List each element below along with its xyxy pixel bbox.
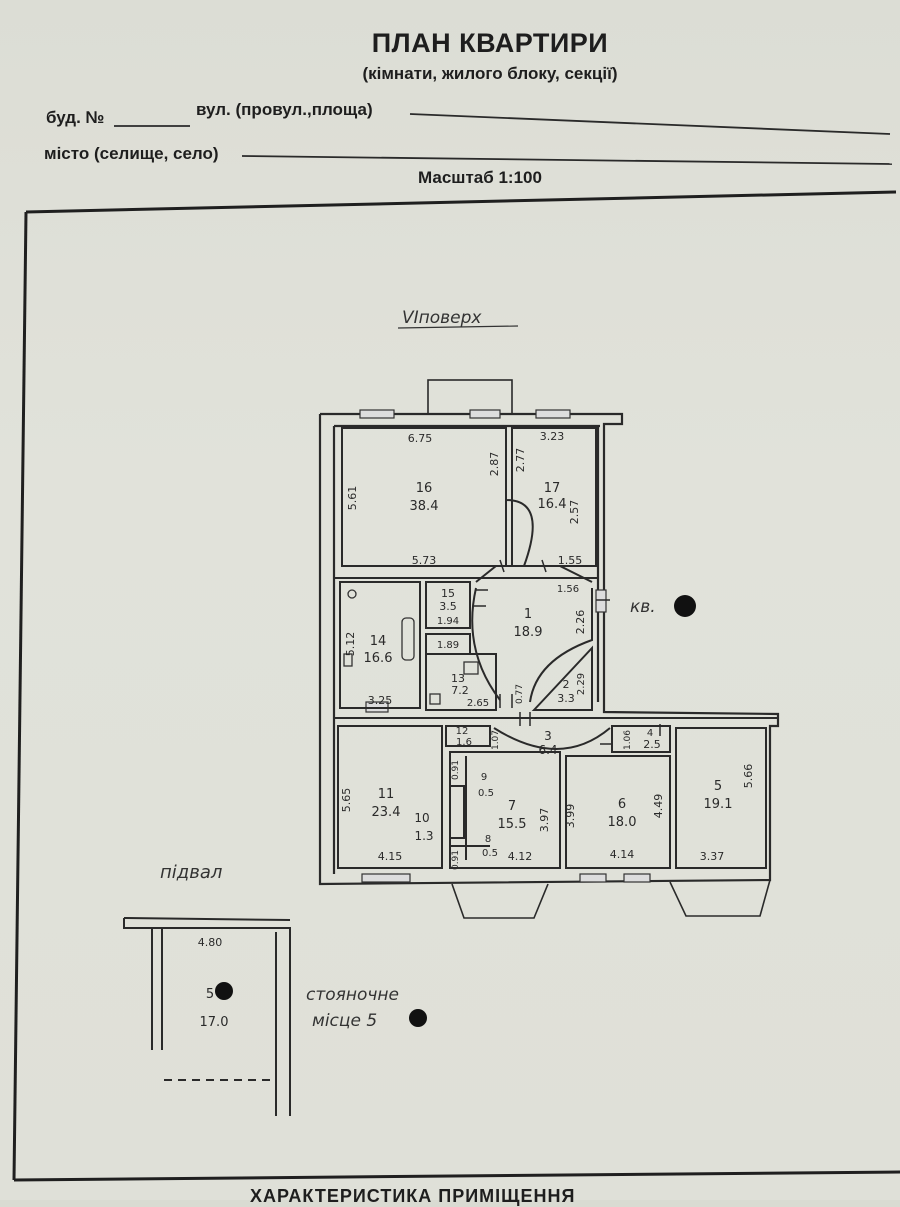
parking-label-line2: місце 5 bbox=[312, 1011, 377, 1031]
room-area: 38.4 bbox=[410, 499, 439, 514]
street-label: вул. (провул.,площа) bbox=[196, 100, 373, 119]
room-number: 15 bbox=[441, 587, 455, 600]
room-area: 1.6 bbox=[456, 737, 472, 748]
dimension: 3.97 bbox=[538, 808, 551, 833]
room-area: 2.5 bbox=[643, 738, 661, 751]
dimension: 0.91 bbox=[451, 850, 461, 870]
floor-label: VIповерх bbox=[402, 308, 482, 328]
dimension: 1.94 bbox=[437, 616, 459, 627]
dimension: 5.65 bbox=[340, 788, 353, 813]
room-area: 0.5 bbox=[478, 788, 494, 799]
dimension: 3.99 bbox=[564, 804, 577, 829]
interior-walls bbox=[334, 427, 778, 869]
dimension: 2.65 bbox=[467, 698, 489, 709]
room-area: 6.4 bbox=[538, 743, 557, 757]
dimension: 0.91 bbox=[451, 760, 461, 780]
room-area: 7.2 bbox=[451, 684, 469, 697]
building-number-label: буд. № bbox=[46, 108, 105, 127]
dimension: 2.29 bbox=[576, 673, 587, 695]
room-number: 7 bbox=[508, 799, 516, 814]
room-number: 14 bbox=[370, 634, 387, 649]
redaction-mark bbox=[674, 595, 696, 617]
dimension-labels: 6.75 5.73 5.61 2.87 3.23 2.77 2.57 1.55 … bbox=[340, 430, 755, 870]
room-area: 0.5 bbox=[482, 848, 498, 859]
drawing-frame bbox=[12, 190, 900, 1182]
dimension: 2.57 bbox=[568, 500, 581, 525]
dimension: 3.23 bbox=[540, 430, 565, 443]
room-number: 8 bbox=[485, 834, 491, 845]
city-label: місто (селище, село) bbox=[44, 144, 219, 163]
door-marks bbox=[474, 559, 661, 772]
room-area: 23.4 bbox=[372, 805, 401, 820]
room-area: 18.0 bbox=[608, 815, 637, 830]
dimension: 1.56 bbox=[557, 584, 579, 595]
dimension: 5.66 bbox=[742, 764, 755, 789]
dimension: 6.75 bbox=[408, 432, 433, 445]
dimension: 0.77 bbox=[515, 684, 525, 704]
footer-heading: ХАРАКТЕРИСТИКА ПРИМІЩЕННЯ bbox=[250, 1186, 576, 1206]
dimension: 4.15 bbox=[378, 850, 403, 863]
room-number: 9 bbox=[481, 772, 487, 783]
room-number: 12 bbox=[456, 726, 469, 737]
dimension: 1.07 bbox=[491, 730, 501, 750]
room-number: 13 bbox=[451, 672, 465, 685]
room-number: 10 bbox=[414, 811, 429, 825]
parking-label-line1: стояночне bbox=[306, 985, 399, 1005]
dimension: 4.80 bbox=[198, 936, 223, 949]
room-area: 3.3 bbox=[557, 692, 575, 705]
room-area: 16.6 bbox=[364, 651, 393, 666]
room-number: 11 bbox=[378, 787, 395, 802]
dimension: 2.26 bbox=[574, 610, 587, 635]
dimension: 1.55 bbox=[558, 554, 583, 567]
dimension: 1.06 bbox=[623, 730, 633, 750]
dimension: 3.25 bbox=[368, 694, 393, 707]
room-number: 5 bbox=[714, 779, 722, 794]
room-number: 17 bbox=[544, 481, 561, 496]
form-lines bbox=[114, 113, 893, 165]
bath-fixtures bbox=[343, 589, 479, 705]
scale-label: Масштаб 1:100 bbox=[418, 168, 542, 187]
room-number: 6 bbox=[618, 797, 626, 812]
room-number: 2 bbox=[563, 678, 570, 691]
dimension: 1.89 bbox=[437, 640, 459, 651]
redaction-mark bbox=[215, 982, 233, 1000]
room-number: 1 bbox=[524, 607, 532, 622]
dimension: 5.61 bbox=[346, 486, 359, 511]
redaction-mark bbox=[409, 1009, 427, 1027]
basement-label: підвал bbox=[160, 862, 222, 883]
document-title: ПЛАН КВАРТИРИ bbox=[371, 28, 609, 58]
room-area: 17.0 bbox=[200, 1015, 229, 1030]
dimension: 2.87 bbox=[488, 452, 501, 477]
room-number: 4 bbox=[647, 728, 653, 739]
dimension: 2.77 bbox=[514, 448, 527, 473]
dimension: 4.14 bbox=[610, 848, 635, 861]
dimension: 5.73 bbox=[412, 554, 437, 567]
room-area: 16.4 bbox=[538, 497, 567, 512]
room-area: 19.1 bbox=[704, 797, 733, 812]
room-area: 1.3 bbox=[414, 829, 433, 843]
room-number: 5 bbox=[206, 987, 214, 1002]
apartment-label: кв. bbox=[630, 597, 656, 617]
room-number: 3 bbox=[544, 729, 552, 743]
dimension: 3.37 bbox=[700, 850, 725, 863]
room-area: 15.5 bbox=[498, 817, 527, 832]
room-labels: 16 38.4 17 16.4 15 3.5 14 16.6 13 7.2 1 … bbox=[200, 481, 733, 1030]
dimension: 5.12 bbox=[344, 632, 357, 657]
parking-space-outline bbox=[123, 917, 291, 1116]
room-area: 18.9 bbox=[514, 625, 543, 640]
outer-walls bbox=[318, 412, 780, 886]
document-subtitle: (кімнати, жилого блоку, секції) bbox=[362, 64, 618, 83]
dimension: 4.49 bbox=[652, 794, 665, 819]
room-area: 3.5 bbox=[439, 600, 457, 613]
room-number: 16 bbox=[416, 481, 433, 496]
dimension: 4.12 bbox=[508, 850, 533, 863]
balconies-bottom bbox=[451, 879, 771, 919]
balcony-top bbox=[427, 379, 513, 415]
